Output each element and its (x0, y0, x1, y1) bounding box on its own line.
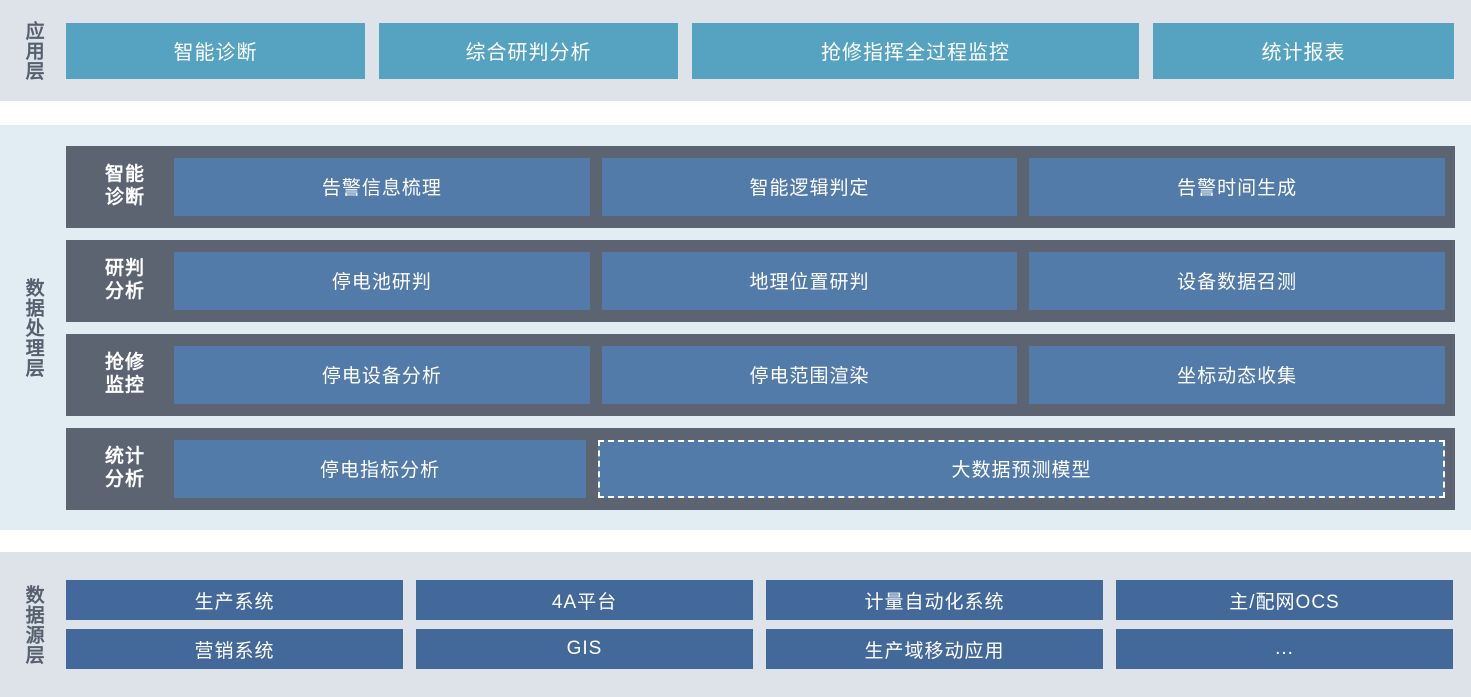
source-box-metering-automation-system[interactable]: 计量自动化系统 (766, 580, 1103, 620)
processing-cell-outage-pool-analysis[interactable]: 停电池研判 (174, 251, 590, 310)
processing-cell-device-data-polling[interactable]: 设备数据召测 (1029, 251, 1446, 310)
processing-cell-geographic-location-analysis[interactable]: 地理位置研判 (601, 251, 1018, 310)
data-processing-layer-rows: 智能 诊断 告警信息梳理 智能逻辑判定 告警时间生成 研判 分析 停电池研判 地… (66, 125, 1471, 530)
processing-cell-coordinate-dynamic-collection[interactable]: 坐标动态收集 (1029, 345, 1446, 404)
source-box-more[interactable]: ... (1116, 629, 1453, 669)
band-separator-top (0, 101, 1471, 125)
processing-row-cells: 告警信息梳理 智能逻辑判定 告警时间生成 (174, 157, 1446, 216)
processing-cell-outage-device-analysis[interactable]: 停电设备分析 (174, 345, 590, 404)
processing-cell-alarm-time-generation[interactable]: 告警时间生成 (1029, 157, 1446, 216)
data-processing-layer-label: 数据处理层 (22, 277, 44, 378)
processing-row-label: 抢修 监控 (104, 351, 145, 396)
processing-row-label: 智能 诊断 (104, 163, 145, 208)
processing-row-label: 统计 分析 (104, 445, 145, 490)
processing-row-label: 研判 分析 (104, 257, 145, 302)
app-box-intelligent-diagnosis[interactable]: 智能诊断 (66, 22, 365, 79)
processing-row-repair-monitoring: 抢修 监控 停电设备分析 停电范围渲染 坐标动态收集 (66, 333, 1455, 416)
processing-row-research-analysis: 研判 分析 停电池研判 地理位置研判 设备数据召测 (66, 239, 1455, 322)
source-row-1: 生产系统 4A平台 计量自动化系统 主/配网OCS (66, 580, 1453, 620)
application-layer-boxes: 智能诊断 综合研判分析 抢修指挥全过程监控 统计报表 (66, 0, 1471, 101)
processing-cell-outage-scope-rendering[interactable]: 停电范围渲染 (601, 345, 1018, 404)
source-box-production-mobile-app[interactable]: 生产域移动应用 (766, 629, 1103, 669)
processing-cell-alarm-info-sorting[interactable]: 告警信息梳理 (174, 157, 590, 216)
app-box-repair-command-monitoring[interactable]: 抢修指挥全过程监控 (692, 22, 1139, 79)
data-processing-layer-band: 数据处理层 智能 诊断 告警信息梳理 智能逻辑判定 告警时间生成 研判 分析 停… (0, 125, 1471, 530)
processing-row-intelligent-diagnosis: 智能 诊断 告警信息梳理 智能逻辑判定 告警时间生成 (66, 145, 1455, 228)
processing-cell-intelligent-logic-judgement[interactable]: 智能逻辑判定 (601, 157, 1018, 216)
data-source-layer-band: 数据源层 生产系统 4A平台 计量自动化系统 主/配网OCS 营销系统 GIS … (0, 552, 1471, 697)
application-layer-label: 应用层 (22, 20, 44, 81)
processing-cell-big-data-prediction-model[interactable]: 大数据预测模型 (598, 439, 1445, 498)
source-box-main-distribution-ocs[interactable]: 主/配网OCS (1116, 580, 1453, 620)
application-layer-band: 应用层 智能诊断 综合研判分析 抢修指挥全过程监控 统计报表 (0, 0, 1471, 101)
processing-row-statistical-analysis: 统计 分析 停电指标分析 大数据预测模型 (66, 427, 1455, 510)
processing-cell-outage-index-analysis[interactable]: 停电指标分析 (174, 439, 586, 498)
processing-row-cells: 停电池研判 地理位置研判 设备数据召测 (174, 251, 1446, 310)
app-box-comprehensive-analysis[interactable]: 综合研判分析 (379, 22, 678, 79)
app-box-statistical-report[interactable]: 统计报表 (1153, 22, 1454, 79)
source-box-marketing-system[interactable]: 营销系统 (66, 629, 403, 669)
processing-row-cells: 停电设备分析 停电范围渲染 坐标动态收集 (174, 345, 1446, 404)
processing-row-cells: 停电指标分析 大数据预测模型 (174, 439, 1445, 498)
source-box-gis[interactable]: GIS (416, 629, 753, 669)
band-separator-bottom (0, 530, 1471, 552)
source-box-production-system[interactable]: 生产系统 (66, 580, 403, 620)
source-row-2: 营销系统 GIS 生产域移动应用 ... (66, 629, 1453, 669)
source-box-4a-platform[interactable]: 4A平台 (416, 580, 753, 620)
data-source-layer-label: 数据源层 (22, 584, 44, 665)
data-source-layer-rows: 生产系统 4A平台 计量自动化系统 主/配网OCS 营销系统 GIS 生产域移动… (66, 552, 1471, 697)
